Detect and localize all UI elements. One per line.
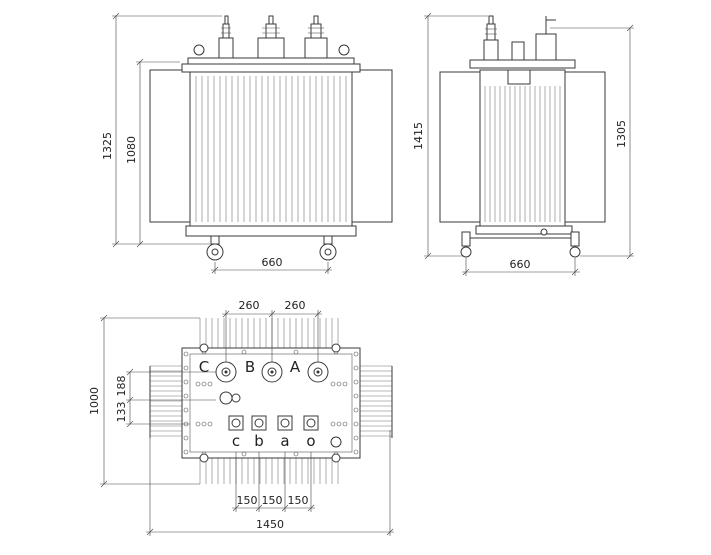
dim-top-bushing-spacing — [222, 310, 322, 362]
top-symbol-left — [195, 381, 213, 427]
dim-label-1450: 1450 — [256, 518, 284, 531]
terminal-label-a: a — [280, 432, 289, 450]
side-right-radiator — [564, 71, 606, 223]
front-view: 1325 1080 660 — [101, 12, 393, 274]
front-tank-fins — [195, 76, 347, 222]
side-wheel-right — [569, 231, 581, 258]
terminal-label-C: C — [199, 358, 209, 376]
top-lv-bushings — [228, 415, 319, 431]
top-view: C B A c b a o 260 26 — [88, 299, 394, 536]
terminal-label-o: o — [306, 432, 315, 450]
dim-top-width — [146, 430, 394, 536]
side-wheel-left — [460, 231, 472, 258]
top-hv-bushing-b — [261, 361, 283, 383]
top-tap-changer — [219, 391, 233, 405]
terminal-label-c: c — [232, 432, 240, 450]
side-nameplate — [507, 69, 531, 85]
front-wheel-left — [206, 235, 224, 261]
dim-label-front-660: 660 — [262, 256, 283, 269]
dim-label-133: 133 — [115, 402, 128, 423]
top-symbol-right — [330, 381, 348, 427]
dim-label-1415: 1415 — [412, 122, 425, 150]
top-cover-bolts — [183, 343, 359, 463]
front-left-radiator — [149, 69, 191, 223]
dim-front-wheel-track — [211, 262, 332, 274]
dim-label-side-660: 660 — [510, 258, 531, 271]
front-bushing-center — [257, 15, 285, 59]
dim-label-1000: 1000 — [88, 387, 101, 415]
dim-top-offsets — [126, 368, 216, 428]
dim-side-height-total — [424, 12, 488, 260]
top-fins-left — [149, 365, 182, 438]
top-fins-right — [360, 365, 393, 438]
top-cover-inner — [189, 353, 353, 453]
terminal-label-b: b — [254, 432, 264, 450]
top-tap-changer-knob — [231, 393, 241, 403]
terminal-label-B: B — [245, 358, 255, 376]
front-bushing-right — [304, 15, 328, 59]
dim-label-150-2: 150 — [262, 494, 283, 507]
front-cover-top — [187, 57, 355, 65]
front-right-radiator — [351, 69, 393, 223]
dim-top-lv-spacing — [232, 452, 315, 512]
side-cover — [469, 59, 576, 69]
side-base-frame — [475, 225, 573, 235]
front-cover — [181, 63, 361, 73]
dim-label-150-1: 150 — [237, 494, 258, 507]
side-relay-device — [511, 16, 557, 61]
dim-label-1325: 1325 — [101, 132, 114, 160]
dim-front-height-body — [136, 58, 180, 248]
front-lifting-lug-right — [338, 44, 350, 56]
side-left-radiator — [439, 71, 481, 223]
dim-label-188: 188 — [115, 376, 128, 397]
top-hv-bushing-a — [307, 361, 329, 383]
top-thermometer — [330, 436, 342, 448]
side-bushing — [483, 15, 499, 61]
dim-label-1080: 1080 — [125, 136, 138, 164]
dim-side-height-body — [550, 24, 634, 260]
dim-front-height-total — [112, 12, 222, 248]
front-base-frame — [185, 225, 357, 237]
side-tank — [479, 69, 566, 227]
side-view: 1415 1305 660 — [412, 12, 634, 276]
front-bushing-left — [218, 15, 234, 59]
terminal-label-A: A — [290, 358, 301, 376]
side-drain-valve — [540, 228, 548, 236]
dim-label-150-3: 150 — [288, 494, 309, 507]
dim-label-260-right: 260 — [285, 299, 306, 312]
front-wheel-right — [319, 235, 337, 261]
top-hv-bushing-c — [215, 361, 237, 383]
top-fins-lower — [199, 458, 339, 484]
front-lifting-lug-left — [193, 44, 205, 56]
side-tank-fins — [484, 86, 561, 222]
front-tank — [189, 71, 353, 227]
dim-label-1305: 1305 — [615, 120, 628, 148]
top-fins-upper — [199, 318, 339, 348]
dim-side-wheel-track — [462, 258, 580, 276]
dim-label-260-left: 260 — [239, 299, 260, 312]
